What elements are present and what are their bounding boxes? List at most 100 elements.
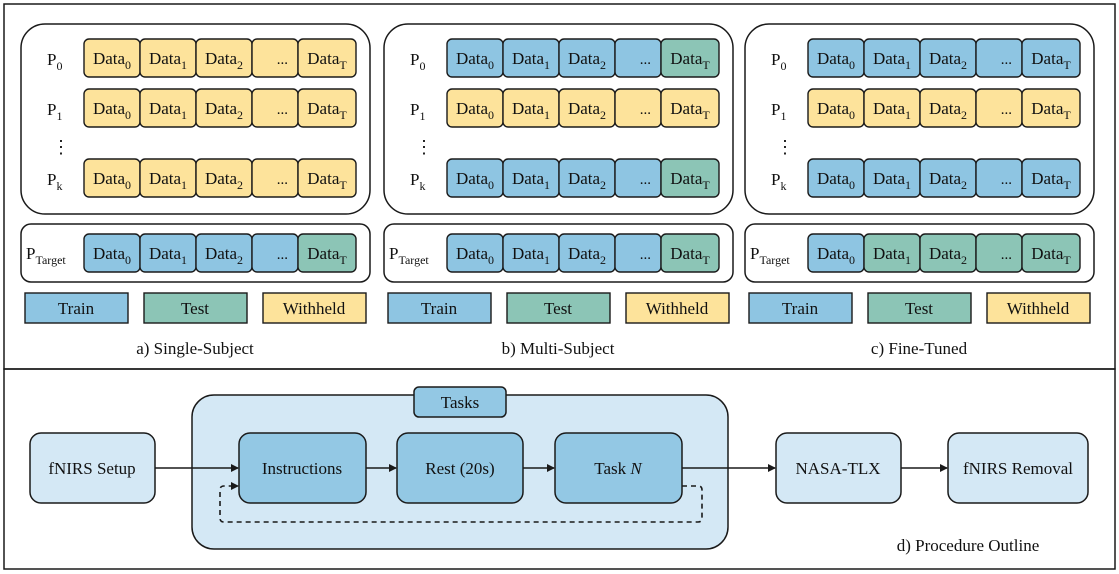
row-0-cell-3 (614, 38, 662, 78)
data-cell-label: Data2 (568, 49, 606, 72)
subject-label: P0 (410, 50, 425, 73)
ellipsis-label: ... (640, 172, 651, 188)
legend-test-label: Test (181, 299, 209, 318)
legend-withheld-label: Withheld (283, 299, 346, 318)
row-0-cell-3 (251, 38, 299, 78)
row-0-cell-4 (1021, 38, 1081, 78)
nasa-tlx-label: NASA-TLX (796, 459, 881, 478)
ellipsis-label: ... (277, 52, 288, 68)
data-cell-label: Data2 (929, 99, 967, 122)
data-cell-label: Data2 (568, 169, 606, 192)
row-1-cell-4 (297, 88, 357, 128)
ellipsis-label: ... (1001, 52, 1012, 68)
data-cell-label: Data1 (512, 49, 550, 72)
ellipsis-label: ... (640, 102, 651, 118)
data-cell-label: Data1 (512, 244, 550, 267)
target-subject-label: PTarget (750, 244, 790, 267)
ellipsis-label: ... (1001, 172, 1012, 188)
data-cell-label: Data0 (456, 244, 494, 267)
legend-test-swatch (506, 292, 611, 324)
data-cell-label: DataT (307, 169, 347, 192)
ellipsis-label: ... (640, 247, 651, 263)
tasks-tab (413, 386, 507, 418)
instructions-label: Instructions (262, 459, 342, 478)
vertical-ellipsis: ⋮ (776, 137, 794, 157)
row-1-cell-3 (251, 88, 299, 128)
panel-caption: c) Fine-Tuned (871, 339, 968, 358)
target-cell-3 (251, 233, 299, 273)
target-cell-3 (975, 233, 1023, 273)
data-cell-label: Data2 (929, 169, 967, 192)
data-cell-label: Data0 (456, 99, 494, 122)
vertical-ellipsis: ⋮ (52, 137, 70, 157)
data-cell-label: Data1 (149, 244, 187, 267)
fnirs-removal-label: fNIRS Removal (963, 459, 1073, 478)
legend-withheld-swatch (986, 292, 1091, 324)
legend-train-label: Train (421, 299, 458, 318)
legend-withheld-swatch (625, 292, 730, 324)
data-cell-label: Data2 (568, 244, 606, 267)
ellipsis-label: ... (1001, 102, 1012, 118)
data-cell-label: Data1 (873, 244, 911, 267)
data-cell-label: Data2 (205, 169, 243, 192)
subject-label: Pk (771, 170, 786, 193)
data-cell-label: Data2 (205, 49, 243, 72)
row-2-cell-4 (1021, 158, 1081, 198)
ellipsis-label: ... (277, 247, 288, 263)
subject-label: P1 (771, 100, 786, 123)
subject-label: Pk (47, 170, 62, 193)
row-1-cell-3 (614, 88, 662, 128)
subject-label: P1 (47, 100, 62, 123)
tasks-label: Tasks (441, 393, 479, 412)
row-0-cell-3 (975, 38, 1023, 78)
row-1-cell-4 (660, 88, 720, 128)
data-cell-label: Data1 (512, 169, 550, 192)
loop-back-arrow (219, 482, 703, 523)
legend-test-swatch (867, 292, 972, 324)
legend-train-swatch (748, 292, 853, 324)
data-cell-label: Data1 (873, 49, 911, 72)
data-cell-label: Data1 (873, 169, 911, 192)
data-cell-label: DataT (670, 99, 710, 122)
data-cell-label: Data0 (93, 169, 131, 192)
ellipsis-label: ... (277, 172, 288, 188)
legend-train-label: Train (58, 299, 95, 318)
row-0-cell-4 (660, 38, 720, 78)
row-1-cell-4 (1021, 88, 1081, 128)
task-n-label: Task N (594, 459, 643, 478)
data-cell-label: Data0 (456, 169, 494, 192)
subject-label: P1 (410, 100, 425, 123)
row-2-cell-3 (614, 158, 662, 198)
target-subject-label: PTarget (26, 244, 66, 267)
target-cell-4 (660, 233, 720, 273)
data-cell-label: Data2 (205, 99, 243, 122)
data-cell-label: Data2 (929, 244, 967, 267)
target-subject-label: PTarget (389, 244, 429, 267)
data-cell-label: DataT (1031, 49, 1071, 72)
data-cell-label: Data2 (205, 244, 243, 267)
legend-train-label: Train (782, 299, 819, 318)
data-cell-label: Data0 (93, 49, 131, 72)
data-cell-label: DataT (307, 99, 347, 122)
data-cell-label: Data1 (873, 99, 911, 122)
data-cell-label: Data2 (568, 99, 606, 122)
data-cell-label: Data0 (93, 99, 131, 122)
data-cell-label: DataT (670, 244, 710, 267)
rest-label: Rest (20s) (425, 459, 494, 478)
row-1-cell-3 (975, 88, 1023, 128)
data-cell-label: DataT (1031, 169, 1071, 192)
data-cell-label: Data0 (456, 49, 494, 72)
data-cell-label: Data0 (817, 244, 855, 267)
row-2-cell-4 (297, 158, 357, 198)
legend-test-label: Test (905, 299, 933, 318)
ellipsis-label: ... (277, 102, 288, 118)
data-cell-label: Data0 (817, 49, 855, 72)
data-cell-label: Data1 (149, 49, 187, 72)
data-cell-label: Data0 (817, 99, 855, 122)
data-cell-label: DataT (1031, 99, 1071, 122)
ellipsis-label: ... (1001, 247, 1012, 263)
row-2-cell-3 (975, 158, 1023, 198)
